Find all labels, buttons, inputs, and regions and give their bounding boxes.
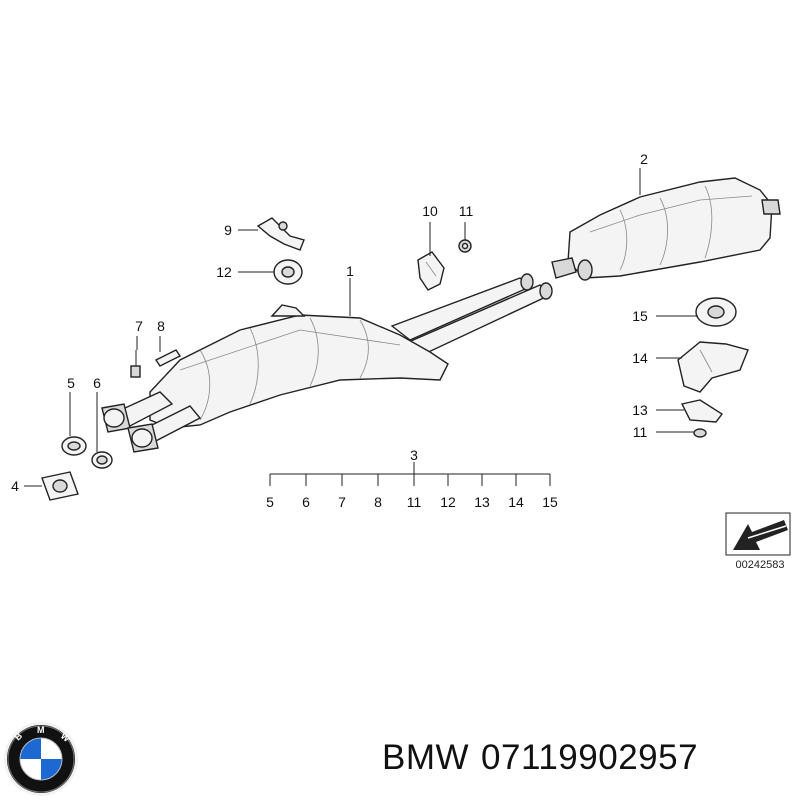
kit-item: 11	[407, 494, 422, 510]
bolt-7	[130, 350, 141, 378]
callout-10: 10	[422, 203, 438, 219]
callout-15: 15	[632, 308, 648, 324]
rubber-ring-12	[273, 259, 303, 285]
callout-7: 7	[135, 318, 143, 334]
nut-11-lower	[693, 428, 707, 438]
bmw-logo: B M W	[4, 722, 78, 796]
callout-5: 5	[67, 375, 75, 391]
kit-item: 13	[474, 494, 490, 510]
kit-item: 8	[374, 494, 382, 510]
callout-1: 1	[346, 263, 354, 279]
callout-4: 4	[11, 478, 19, 494]
callout-11-lower: 11	[633, 424, 648, 440]
diagram-code: 00242583	[736, 559, 785, 571]
gasket-5	[61, 436, 87, 456]
ring-6	[91, 451, 113, 469]
rear-muffler	[551, 177, 781, 281]
callout-2: 2	[640, 151, 648, 167]
bracket-13	[680, 399, 724, 423]
part-caption: BMW 07119902957	[382, 738, 710, 778]
flange-gasket-4	[41, 471, 79, 501]
nut-11-upper	[458, 239, 472, 253]
rubber-mount-15	[695, 297, 737, 327]
kit-item: 12	[440, 494, 456, 510]
bolt-8	[154, 349, 182, 367]
callout-8: 8	[157, 318, 165, 334]
kit-item: 5	[266, 494, 274, 510]
kit-item: 6	[302, 494, 310, 510]
leader-lines	[24, 168, 698, 487]
callout-9: 9	[224, 222, 232, 238]
callout-12: 12	[216, 264, 232, 280]
brand-name: BMW	[382, 738, 470, 777]
callout-13: 13	[632, 402, 648, 418]
callout-14: 14	[632, 350, 648, 366]
center-muffler	[101, 273, 553, 453]
kit-item: 7	[338, 494, 346, 510]
clamp-9	[256, 217, 305, 251]
svg-text:M: M	[37, 725, 45, 735]
callout-3: 3	[410, 447, 418, 463]
svg-text:B: B	[13, 730, 25, 742]
kit-item: 15	[542, 494, 558, 510]
bracket-10	[417, 251, 445, 291]
callout-11-upper: 11	[459, 203, 474, 219]
callout-labels: 2 1 9 12 10 11 7 8 5 6 4 15 14 13 11 3 5…	[11, 151, 648, 510]
kit-item: 14	[508, 494, 524, 510]
direction-arrow-box	[725, 512, 791, 556]
part-number: 07119902957	[481, 738, 699, 777]
callout-6: 6	[93, 375, 101, 391]
bracket-14	[677, 341, 749, 393]
